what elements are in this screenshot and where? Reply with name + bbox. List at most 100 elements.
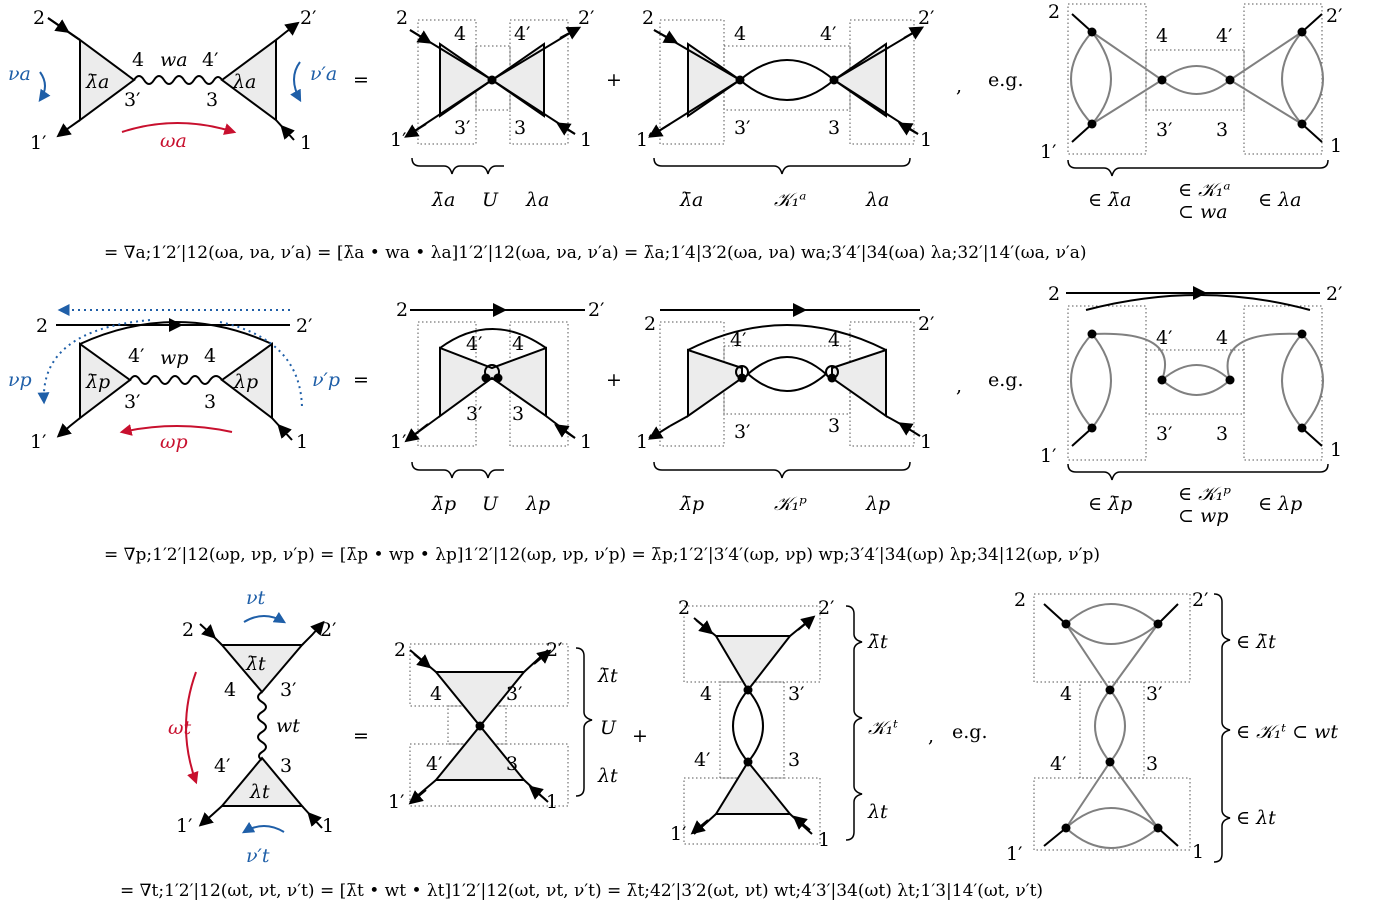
int-leg-4p: 4′ (202, 49, 218, 71)
under2-0: λ̄p (679, 493, 704, 515)
svg-text:1: 1 (1192, 841, 1204, 863)
row-p-underbraces: λ̄p U λp λ̄p 𝒦₁ᵖ λp ∈ λ̄p ∈ 𝒦₁ᵖ ⊂ wp ∈ λ… (411, 461, 1329, 527)
under3-3: ∈ λp (1258, 493, 1302, 515)
comma: , (956, 75, 962, 97)
plus-sign: + (606, 69, 622, 91)
svg-text:4: 4 (512, 333, 524, 355)
under2-2: λa (865, 189, 889, 211)
under1-0: λ̄a (431, 189, 455, 211)
svg-text:3′: 3′ (466, 403, 482, 425)
lambda-label: λa (232, 71, 256, 93)
svg-text:2: 2 (1014, 589, 1026, 611)
svg-text:3′: 3′ (1156, 423, 1172, 445)
svg-text:4′: 4′ (128, 345, 144, 367)
svg-text:1: 1 (322, 815, 334, 837)
w-label: wp (160, 347, 188, 369)
equals-sign: = (353, 69, 369, 91)
lambda-bar-triangle (79, 38, 136, 122)
svg-text:1: 1 (818, 829, 830, 851)
svg-text:1: 1 (920, 129, 932, 151)
svg-text:4: 4 (204, 345, 216, 367)
svg-text:2′: 2′ (918, 7, 934, 29)
svg-text:2: 2 (394, 639, 406, 661)
row-a: λ̄a λa wa νa ν′a ωa 2 2′ 1′ 1 4 4′ 3′ 3 … (8, 1, 1342, 263)
svg-text:2′: 2′ (578, 7, 594, 29)
svg-text:3: 3 (512, 403, 524, 425)
nu-label: νp (8, 369, 32, 391)
under3-1: ∈ 𝒦₁ᵖ (1178, 483, 1231, 505)
svg-text:3′: 3′ (734, 117, 750, 139)
svg-text:3′: 3′ (734, 421, 750, 443)
svg-text:2′: 2′ (1326, 5, 1342, 27)
equals-sign: = (353, 725, 369, 747)
under3-1: ∈ 𝒦₁ᵃ (1178, 179, 1231, 201)
svg-text:4: 4 (224, 679, 236, 701)
lambda-label: λt (249, 781, 270, 803)
w-label: wt (276, 715, 300, 737)
comma: , (928, 725, 934, 747)
svg-text:1′: 1′ (636, 431, 652, 453)
svg-text:3: 3 (788, 749, 800, 771)
svg-text:4: 4 (454, 23, 466, 45)
lambda-bar-label: λ̄p (85, 371, 110, 393)
under2-1: 𝒦₁ᵖ (774, 493, 807, 515)
under3-2: ⊂ wp (1178, 505, 1228, 527)
svg-text:4: 4 (430, 683, 442, 705)
svg-text:4: 4 (734, 23, 746, 45)
svg-text:3: 3 (1146, 753, 1158, 775)
under2-2: λt (867, 801, 888, 823)
row-a-left-diagram: λ̄a λa wa νa ν′a ωa 2 2′ 1′ 1 4 4′ 3′ 3 (8, 7, 337, 154)
svg-text:1′: 1′ (636, 129, 652, 151)
under1-0: λ̄t (597, 665, 618, 687)
svg-text:1′: 1′ (176, 815, 192, 837)
svg-text:2′: 2′ (918, 313, 934, 335)
omega-label: ωa (160, 130, 187, 152)
row-t-equation: = ∇t;1′2′|12(ωt, νt, ν′t) = [λ̄t • wt • … (120, 881, 1043, 901)
svg-text:3: 3 (506, 753, 518, 775)
svg-text:2′: 2′ (320, 619, 336, 641)
lambda-bar-label: λ̄a (85, 71, 109, 93)
svg-text:3: 3 (514, 117, 526, 139)
under3-2: ⊂ wa (1178, 201, 1228, 223)
svg-text:1: 1 (920, 431, 932, 453)
svg-text:1′: 1′ (670, 823, 686, 845)
svg-text:1′: 1′ (388, 791, 404, 813)
under1-0: λ̄p (431, 493, 456, 515)
svg-text:4: 4 (828, 329, 840, 351)
svg-text:1′: 1′ (1006, 843, 1022, 865)
plus-sign: + (606, 369, 622, 391)
svg-text:1: 1 (580, 129, 592, 151)
omega-label: ωp (160, 431, 188, 453)
under2-1: 𝒦₁ᵃ (774, 189, 806, 211)
svg-text:2′: 2′ (818, 597, 834, 619)
svg-text:1: 1 (1330, 135, 1342, 157)
svg-text:1: 1 (296, 431, 308, 453)
svg-text:1: 1 (1330, 439, 1342, 461)
nu-label: νt (246, 587, 266, 609)
svg-text:2: 2 (36, 315, 48, 337)
svg-text:4′: 4′ (1156, 327, 1172, 349)
svg-text:2′: 2′ (1192, 589, 1208, 611)
svg-text:2′: 2′ (546, 639, 562, 661)
under1-1: U (482, 493, 499, 515)
under3-1: ∈ 𝒦₁ᵗ ⊂ wt (1236, 721, 1338, 743)
svg-text:1′: 1′ (1040, 445, 1056, 467)
eg-label: e.g. (988, 69, 1024, 91)
under3-2: ∈ λt (1236, 807, 1276, 829)
under1-1: U (482, 189, 499, 211)
svg-text:3: 3 (1216, 423, 1228, 445)
int-leg-3: 3 (206, 89, 218, 111)
under2-0: λ̄t (867, 631, 888, 653)
svg-text:3′: 3′ (454, 117, 470, 139)
ext-leg-1p: 1′ (30, 132, 46, 154)
svg-text:3: 3 (828, 117, 840, 139)
nu-label: νa (8, 63, 31, 85)
int-leg-3p: 3′ (124, 89, 140, 111)
svg-text:3′: 3′ (1156, 119, 1172, 141)
nu-arrow (38, 71, 51, 102)
